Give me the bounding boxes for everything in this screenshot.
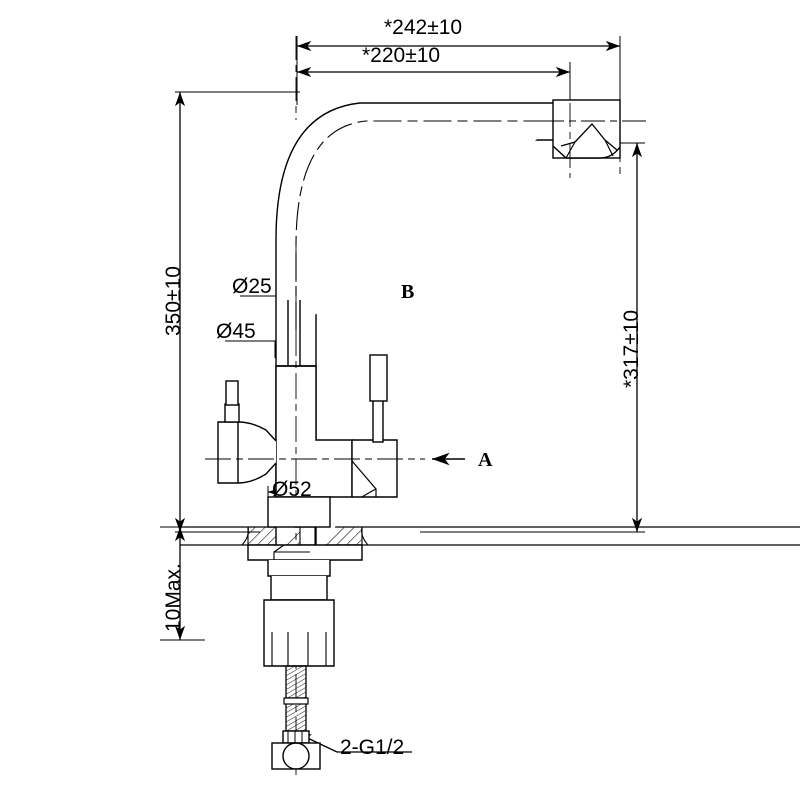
dim-label-counter-thickness: 10Max. xyxy=(162,563,185,632)
faucet-riser-tube xyxy=(287,300,301,366)
dim-label-base-diameter: Ø52 xyxy=(272,478,312,501)
spout-end-block xyxy=(552,99,621,159)
dim-label-thread-callout: 2-G1/2 xyxy=(340,736,405,759)
dim-label-spout-reach-outer: *242±10 xyxy=(384,16,463,39)
hose-connector-nut xyxy=(271,730,321,770)
dim-label-spout-reach-inner: *220±10 xyxy=(362,44,441,67)
left-valve-assembly xyxy=(217,380,277,484)
spout-centerlines xyxy=(295,36,648,178)
dim-label-body-diameter: Ø45 xyxy=(216,320,256,343)
dim-label-spout-height: *317±10 xyxy=(620,309,643,388)
view-arrow-label-a: A xyxy=(478,449,493,471)
countertop-section xyxy=(180,526,800,546)
dimension-line-overall-height xyxy=(174,91,300,533)
dim-label-overall-height: 350±10 xyxy=(162,266,185,336)
mounting-shank-assembly xyxy=(247,496,363,667)
view-arrow-label-b: B xyxy=(401,281,415,303)
dim-label-riser-diameter: Ø25 xyxy=(232,275,272,298)
supply-hose xyxy=(283,665,309,732)
right-valve-assembly xyxy=(351,354,398,498)
